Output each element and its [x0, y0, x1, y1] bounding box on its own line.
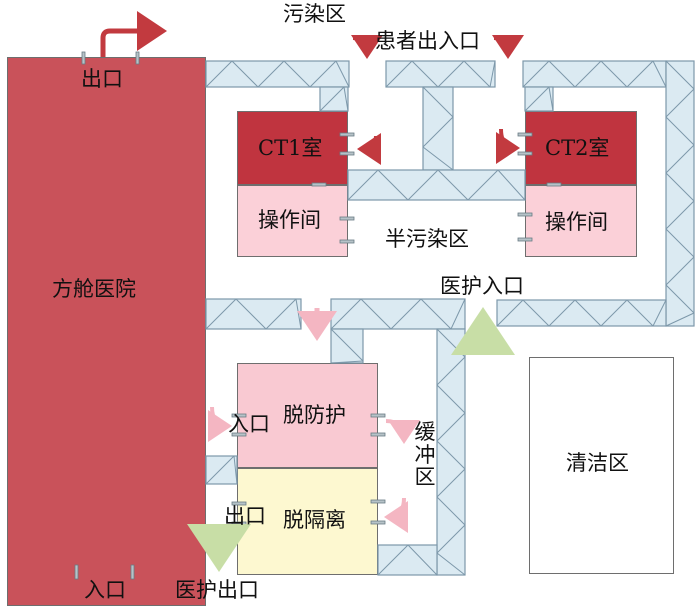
door-icon — [231, 501, 247, 506]
ct2-label: CT2室 — [545, 136, 610, 160]
semi-contaminated-label: 半污染区 — [385, 227, 469, 251]
wall-right-bottom — [496, 299, 667, 327]
staff-entrance-label: 医护入口 — [440, 274, 524, 298]
isolation-removal-room — [237, 468, 378, 575]
door-icon — [370, 520, 386, 525]
ppe-entrance-label: 入口 — [228, 412, 270, 436]
door-icon — [231, 432, 247, 437]
door-icon — [339, 132, 355, 137]
patient-exit-arrow-icon — [100, 11, 167, 57]
wall-corridor — [347, 169, 526, 201]
door-icon — [74, 564, 79, 580]
door-icon — [339, 151, 355, 156]
hatched-walls — [205, 60, 695, 576]
wall-mid-center — [330, 298, 466, 330]
clean-zone-label: 清洁区 — [566, 451, 629, 475]
wall-buffer-column — [436, 328, 466, 576]
operation1-label: 操作间 — [258, 208, 321, 232]
door-icon — [339, 239, 355, 244]
staff-exit-label: 医护出口 — [175, 578, 259, 602]
door-icon — [517, 151, 533, 156]
door-icon — [370, 432, 386, 437]
wall-ct2-upper — [524, 86, 554, 112]
wall-bottom-corridor — [377, 544, 438, 576]
patient-entrance-right-arrow-icon — [491, 34, 524, 59]
hospital-block — [7, 57, 206, 606]
hospital-entrance-label: 入口 — [84, 578, 126, 602]
door-icon — [135, 51, 140, 65]
wall-right-column — [665, 60, 695, 327]
door-icon — [130, 564, 135, 580]
door-icon — [546, 182, 562, 187]
ct1-entry-arrow-icon — [357, 132, 382, 165]
door-icon — [517, 212, 533, 217]
isolation-exit-label: 出口 — [224, 504, 266, 528]
ct2-room — [525, 111, 637, 185]
wall-ppe-upper — [330, 328, 364, 364]
doors — [74, 51, 562, 580]
door-icon — [231, 413, 247, 418]
operation2-label: 操作间 — [545, 210, 608, 234]
wall-top-right — [522, 60, 667, 88]
door-icon — [517, 132, 533, 137]
ct2-entry-arrow-icon — [495, 128, 520, 164]
door-icon — [81, 51, 86, 65]
buffer-zone-label: 缓冲区 — [414, 420, 436, 490]
ppe-entry-arrow-icon — [207, 406, 232, 442]
isolation-exit-arrow-icon — [384, 497, 409, 533]
isolation-removal-label: 脱隔离 — [283, 508, 346, 532]
hospital-label: 方舱医院 — [52, 277, 136, 301]
wall-mid-left — [205, 298, 302, 330]
ppe-removal-label: 脱防护 — [283, 403, 346, 427]
contaminated-zone-label: 污染区 — [283, 2, 346, 26]
wall-left-stub — [205, 455, 238, 485]
door-icon — [339, 216, 355, 221]
buffer-curve-arrow-icon — [385, 419, 420, 444]
door-icon — [311, 182, 327, 187]
door-icon — [517, 237, 533, 242]
wall-center-column — [422, 86, 454, 171]
operation-room-1 — [237, 185, 348, 257]
wall-ct1-upper — [319, 86, 349, 112]
patient-entrance-label: 患者出入口 — [375, 29, 480, 53]
door-icon — [370, 499, 386, 504]
wall-top-middle — [385, 60, 496, 88]
patient-entrance-left-arrow-icon — [350, 34, 383, 59]
wall-top-left — [205, 60, 350, 88]
hospital-exit-label: 出口 — [81, 67, 123, 91]
door-icon — [370, 413, 386, 418]
ppe-removal-room — [237, 363, 378, 468]
ct1-room — [237, 111, 348, 185]
clean-zone-room — [529, 357, 674, 574]
ct1-label: CT1室 — [258, 136, 323, 160]
operation-room-2 — [525, 185, 637, 257]
